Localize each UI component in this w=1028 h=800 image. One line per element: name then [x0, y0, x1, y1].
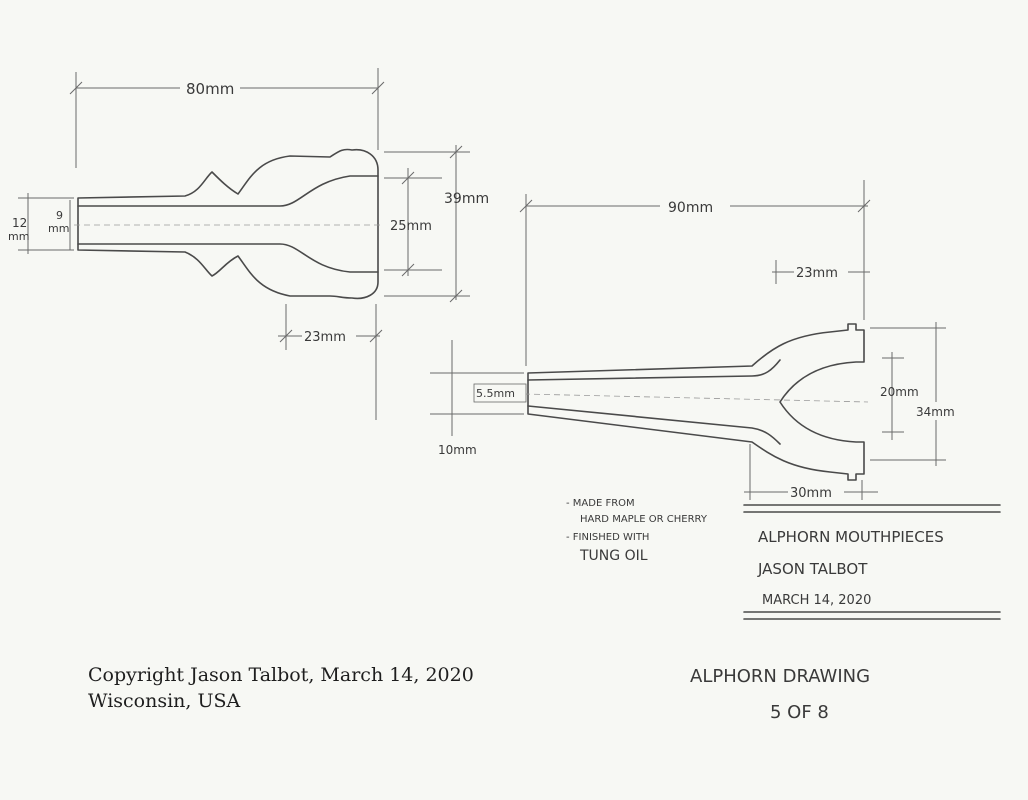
- dim-a-length-label-bg: [180, 76, 240, 98]
- title-block: ALPHORN MOUTHPIECES JASON TALBOT MARCH 1…: [743, 504, 1001, 620]
- mouthpiece-a-outline: [77, 148, 379, 300]
- copyright-line-1: Copyright Jason Talbot, March 14, 2020: [88, 664, 474, 686]
- note-line-4: TUNG OIL: [579, 548, 648, 564]
- copyright-line-2: Wisconsin, USA: [88, 690, 241, 712]
- dim-b-throat-label: 5.5mm: [476, 387, 515, 400]
- dim-a-cup-tick-top: [401, 171, 415, 185]
- title-block-author: JASON TALBOT: [757, 560, 868, 578]
- dim-b-length-label-bg: [660, 196, 730, 218]
- dim-b-length-tick-left: [519, 199, 533, 213]
- dim-b-outer-label: 34mm: [916, 405, 955, 419]
- sheet-label: ALPHORN DRAWING 5 OF 8: [690, 666, 870, 723]
- dim-a-rim-tick-left: [279, 329, 293, 343]
- dim-a-outer-tick-top: [449, 145, 463, 159]
- note-line-2: HARD MAPLE OR CHERRY: [580, 514, 708, 525]
- dim-b-outer-label-bg: [914, 402, 964, 420]
- dim-a-cup-label: 25mm: [390, 219, 432, 234]
- dim-a-bore-inner-label-unit: mm: [48, 222, 69, 235]
- dim-b-cup-depth-label: 23mm: [796, 266, 838, 281]
- title-block-title: ALPHORN MOUTHPIECES: [758, 528, 944, 546]
- dim-b-length-label: 90mm: [668, 200, 713, 216]
- mouthpiece-a-bore: [77, 175, 379, 207]
- dim-b-cup-length-label-bg: [788, 482, 844, 502]
- mouthpiece-a: 80mm 39mm 25mm 23mm 12 mm 9 mm: [8, 68, 489, 420]
- dim-a-cup-tick-bottom: [401, 263, 415, 277]
- mouthpiece-b-outline: [527, 323, 865, 481]
- dim-a-outer-tick-bottom: [449, 289, 463, 303]
- dim-a-length-tick-left: [69, 81, 83, 95]
- dim-b-cup-depth-label-bg: [794, 262, 848, 282]
- dim-a-bore-outer-label-num: 12: [12, 216, 27, 230]
- mouthpiece-b-bore: [527, 359, 781, 445]
- mouthpiece-a-bore-bottom: [77, 243, 379, 273]
- sheet-label-number: 5 OF 8: [770, 702, 829, 723]
- dim-b-throat-label-box: [473, 383, 527, 403]
- material-notes: - MADE FROM HARD MAPLE OR CHERRY - FINIS…: [566, 498, 708, 564]
- dim-a-bore-inner-label-num: 9: [56, 209, 63, 222]
- dim-a-bore-outer-label-unit: mm: [8, 230, 29, 243]
- dim-a-rim-tick-right: [369, 329, 383, 343]
- mouthpiece-b: 90mm 23mm 5.5mm 10mm 20mm 34mm 30mm: [430, 180, 964, 502]
- dim-b-cup-dia-label: 20mm: [880, 385, 919, 399]
- note-line-1: - MADE FROM: [566, 498, 635, 509]
- dim-b-cup-length-label: 30mm: [790, 486, 832, 501]
- title-block-date: MARCH 14, 2020: [762, 593, 871, 608]
- sheet-label-title: ALPHORN DRAWING: [690, 666, 870, 687]
- dim-a-length-tick-right: [371, 81, 385, 95]
- dim-a-rim-label-bg: [302, 326, 356, 346]
- mouthpiece-b-centerline: [523, 393, 869, 403]
- dim-b-shank-label: 10mm: [438, 443, 477, 457]
- dim-a-rim-label: 23mm: [304, 330, 346, 345]
- note-line-3: - FINISHED WITH: [566, 532, 649, 543]
- dim-a-outer-label: 39mm: [444, 191, 489, 207]
- dim-a-length-label: 80mm: [186, 80, 234, 98]
- dim-b-length-tick-right: [857, 199, 871, 213]
